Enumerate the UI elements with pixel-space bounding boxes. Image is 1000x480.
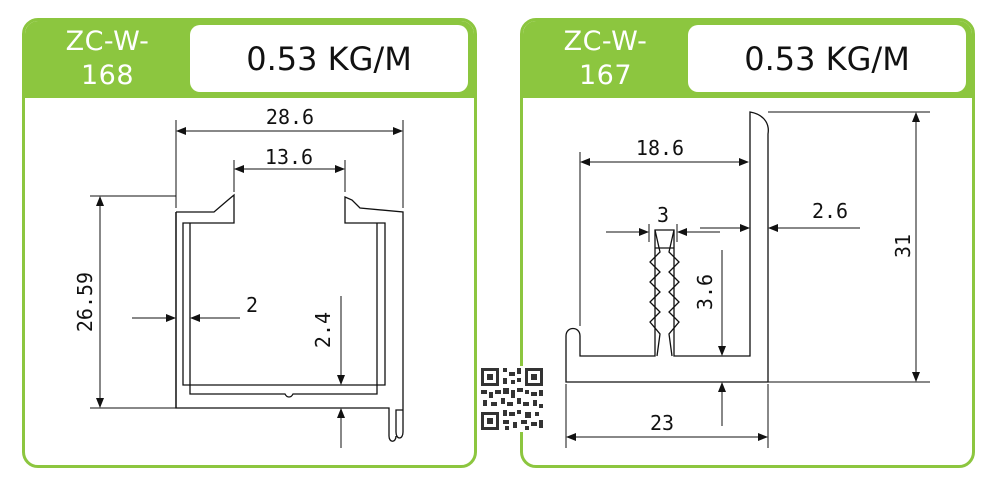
dim-wall-label: 2 <box>246 293 258 317</box>
dim-width-167-label: 18.6 <box>636 136 684 160</box>
qr-code-icon <box>479 366 545 432</box>
dim-slot-label: 3 <box>657 203 669 227</box>
dim-height <box>90 195 176 409</box>
dim-bottom <box>330 296 352 448</box>
dim-opening-label: 13.6 <box>265 145 313 169</box>
dim-opening <box>233 160 346 192</box>
dim-bottom-label: 2.4 <box>311 312 335 348</box>
profile-167-outline <box>565 111 769 383</box>
dim-base-label: 23 <box>650 411 674 435</box>
dim-base <box>565 384 769 448</box>
dim-width-167 <box>579 152 749 326</box>
profile-168-outline <box>175 193 404 442</box>
dim-width <box>175 120 404 208</box>
profile-card-zc-w-167: ZC-W- 167 0.53 KG/M <box>520 18 975 468</box>
profile-weight: 0.53 KG/M <box>190 25 468 92</box>
dim-fin-label: 3.6 <box>693 274 717 310</box>
dim-wall-167-label: 2.6 <box>812 199 848 223</box>
dim-height-167-label: 31 <box>891 234 915 258</box>
dim-slot <box>606 224 720 242</box>
dim-width-label: 28.6 <box>266 105 314 129</box>
profile-code: ZC-W- 167 <box>563 26 648 91</box>
profile-code: ZC-W- 168 <box>65 26 150 91</box>
dim-height-label: 26.59 <box>73 272 97 332</box>
profile-weight: 0.53 KG/M <box>688 25 966 92</box>
dim-height-167 <box>768 111 930 383</box>
